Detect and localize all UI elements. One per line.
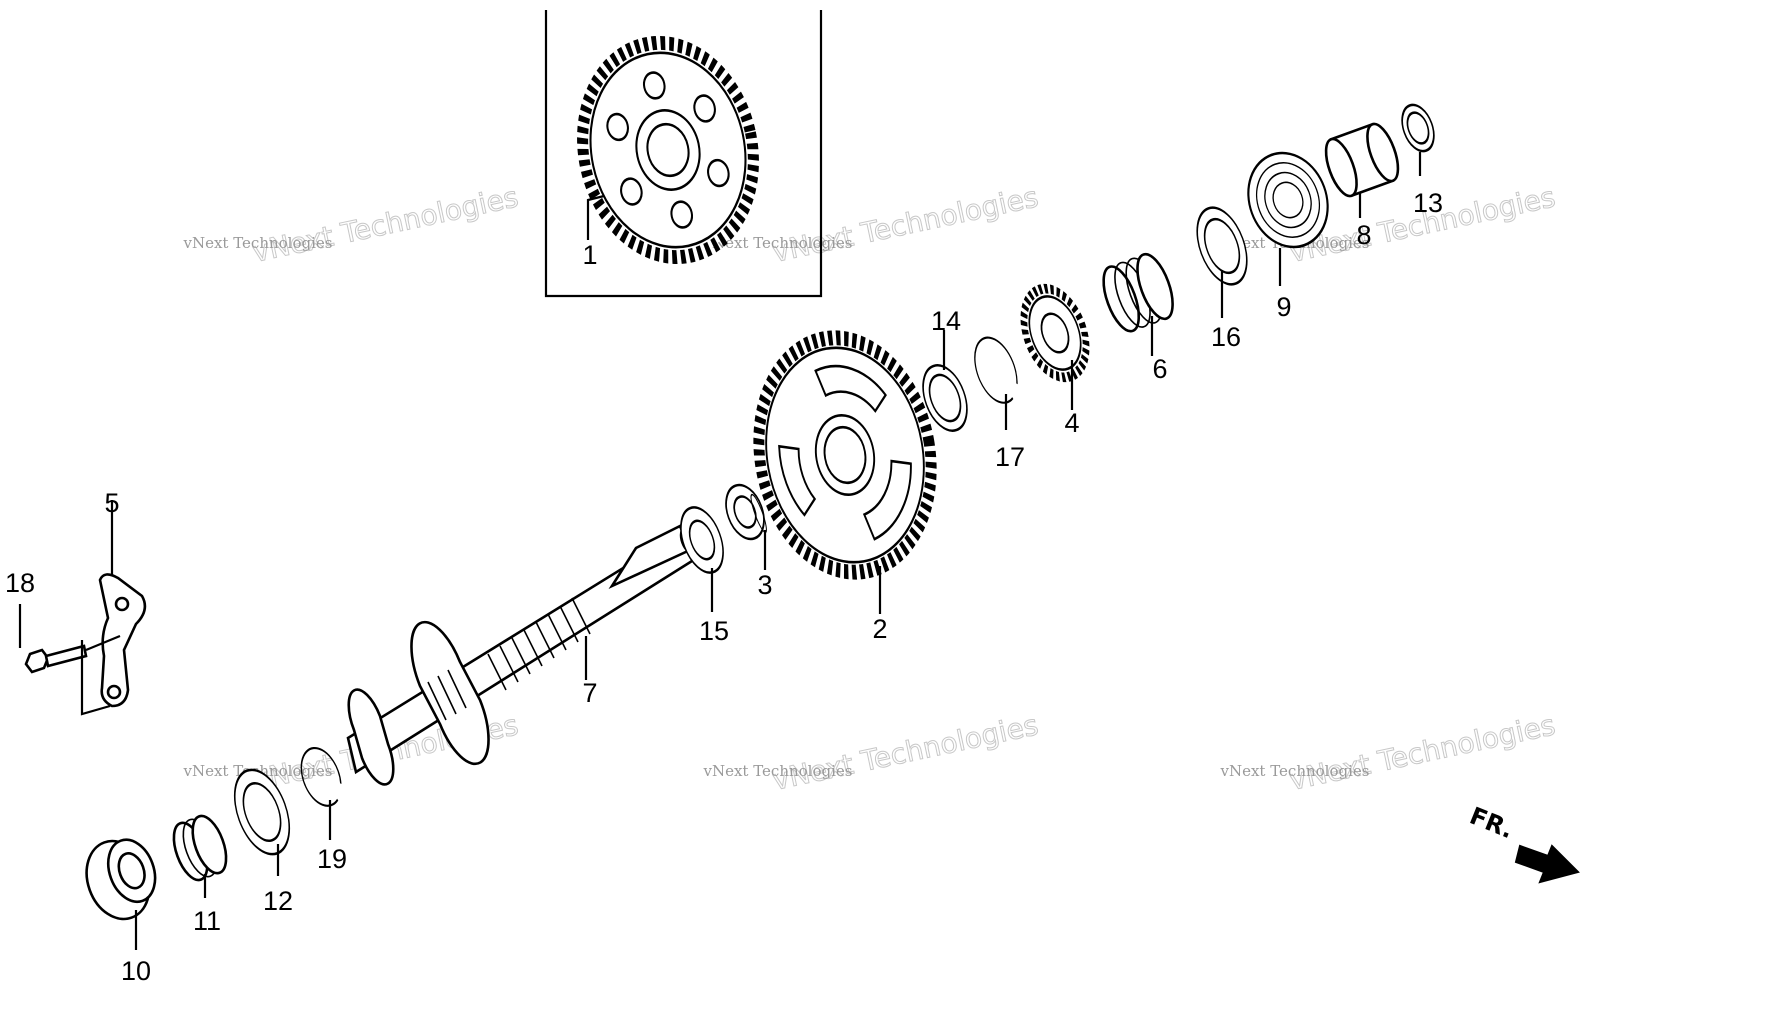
svg-text:vNext Technologies: vNext Technologies <box>1287 708 1559 797</box>
part-16-washer <box>1196 206 1248 286</box>
front-arrow-icon <box>1514 844 1580 884</box>
svg-text:vNext Technologies: vNext Technologies <box>1219 762 1369 780</box>
svg-text:vNext Technologies: vNext Technologies <box>702 762 852 780</box>
part-17-circlip <box>974 336 1018 404</box>
callout-3: 3 <box>757 570 772 600</box>
part-2-gear <box>753 330 937 580</box>
part-3-bearing <box>725 483 767 541</box>
watermark-bottom-center: vNext Technologies vNext Technologies <box>702 708 1042 798</box>
callout-19: 19 <box>317 844 347 874</box>
svg-text:vNext Technologies: vNext Technologies <box>770 708 1042 797</box>
callout-17: 17 <box>995 442 1025 472</box>
svg-text:vNext Technologies: vNext Technologies <box>770 180 1042 269</box>
part-4-collar <box>1020 283 1090 383</box>
part-5-bracket <box>98 500 147 708</box>
svg-text:vNext Technologies: vNext Technologies <box>182 234 332 252</box>
part-12-washer <box>233 768 291 856</box>
callout-16: 16 <box>1211 322 1241 352</box>
callout-4: 4 <box>1064 408 1079 438</box>
callout-6: 6 <box>1152 354 1167 384</box>
part-15-washer <box>680 506 724 574</box>
leader-bracket-bolt <box>80 640 111 716</box>
front-direction-indicator: FR. <box>1466 802 1580 884</box>
callout-12: 12 <box>263 886 293 916</box>
callout-9: 9 <box>1276 292 1291 322</box>
callout-18: 18 <box>5 568 35 598</box>
callout-14: 14 <box>931 306 961 336</box>
leader-lines <box>134 152 1422 950</box>
front-label: FR. <box>1466 802 1518 845</box>
callout-15: 15 <box>699 616 729 646</box>
part-8-sleeve <box>1324 122 1400 198</box>
part-13-washer <box>1401 103 1435 153</box>
part-6-spring <box>1102 252 1174 333</box>
callout-8: 8 <box>1356 220 1371 250</box>
part-9-spring <box>1247 151 1329 249</box>
part-11-spring <box>172 814 228 882</box>
callout-11: 11 <box>193 906 221 936</box>
callout-7: 7 <box>582 678 597 708</box>
watermark-top-left: vNext Technologies vNext Technologies <box>182 180 522 270</box>
callout-5: 5 <box>104 488 119 518</box>
watermark-bottom-right: vNext Technologies vNext Technologies <box>1219 708 1559 798</box>
callout-10: 10 <box>121 956 151 986</box>
part-10-collar <box>85 838 157 921</box>
svg-text:vNext Technologies: vNext Technologies <box>702 234 852 252</box>
inset-frame <box>544 10 823 298</box>
part-18-bolt <box>18 604 121 674</box>
callout-2: 2 <box>872 614 887 644</box>
part-14-ring <box>922 364 968 432</box>
callout-labels: 1 2 3 4 5 6 7 8 9 10 11 12 13 14 15 16 1… <box>5 188 1443 986</box>
svg-text:vNext Technologies: vNext Technologies <box>250 180 522 269</box>
part-1-gear <box>577 35 759 265</box>
part-19-circlip <box>300 747 342 807</box>
callout-1: 1 <box>582 240 597 270</box>
callout-13: 13 <box>1413 188 1443 218</box>
